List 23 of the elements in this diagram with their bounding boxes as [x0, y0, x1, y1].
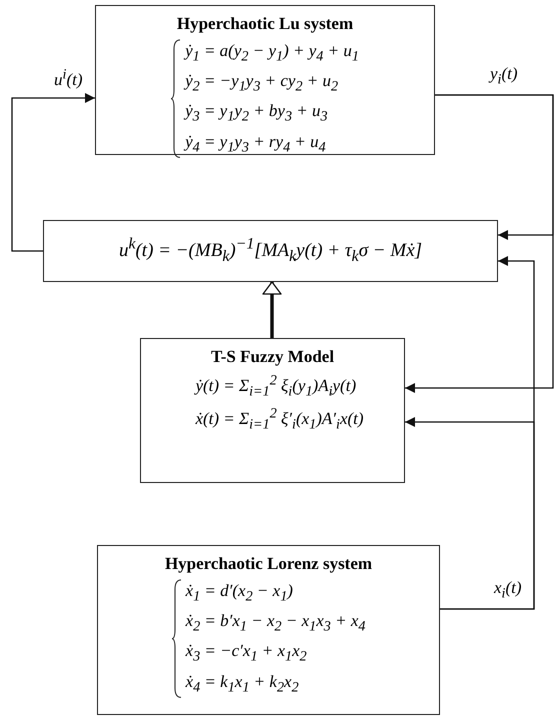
box-heading: Hyperchaotic Lorenz system	[164, 554, 372, 573]
equation: ẋ(t) = Σ$_{i=1}$$^{2}$ ξ′$_{i}$(x$_{1}$)A′$_{i}$x(t)	[195, 409, 364, 428]
hollow-arrow	[262, 281, 282, 338]
equation: ẏ$_{3}$ = y$_{1}$y$_{2}$ + by$_{3}$ + u$_{3}$	[185, 101, 328, 120]
equation: ẋ$_{2}$ = b′x$_{1}$ − x$_{2}$ − x$_{1}$x$_{3}$ + x$_{4}$	[186, 610, 366, 630]
box-heading: Hyperchaotic Lu system	[176, 14, 354, 33]
process-box	[95, 5, 435, 155]
equation: ẏ$_{1}$ = a(y$_{2}$ − y$_{1}$) + y$_{4}$ + u$_{1}$	[185, 40, 359, 60]
process-box	[140, 338, 405, 483]
equation: ẏ$_{2}$ = −y$_{1}$y$_{3}$ + cy$_{2}$ + u$_{2}$	[185, 70, 338, 90]
arrow	[405, 94, 554, 393]
equation: ẏ$_{4}$ = y$_{1}$y$_{3}$ + ry$_{4}$ + u$_{4}$	[185, 132, 326, 151]
control-law-formula: u$^{k}$(t) = −(MB$_{k}$)$^{−1}$[MA$_{k}$y(t) + τ$_{k}$σ − Mẋ]	[118, 240, 422, 261]
controller-box	[43, 220, 498, 282]
arrow	[11, 93, 95, 252]
equation: ẋ$_{3}$ = −c′x$_{1}$ + x$_{1}$x$_{2}$	[186, 641, 307, 660]
equation: ẏ(t) = Σ$_{i=1}$$^{2}$ ξ$_{i}$(y$_{1}$)A$_{i}$y(t)	[195, 376, 356, 396]
equation: ẋ$_{4}$ = k$_{1}$x$_{1}$ + k$_{2}$x$_{2}$	[186, 672, 299, 691]
box-heading: T-S Fuzzy Model	[210, 347, 334, 366]
arrow	[405, 417, 535, 610]
edge-label: u$^{i}$(t)	[52, 66, 84, 90]
process-box	[97, 545, 440, 715]
equation: ẋ$_{1}$ = d′(x$_{2}$ − x$_{1}$)	[186, 580, 293, 600]
